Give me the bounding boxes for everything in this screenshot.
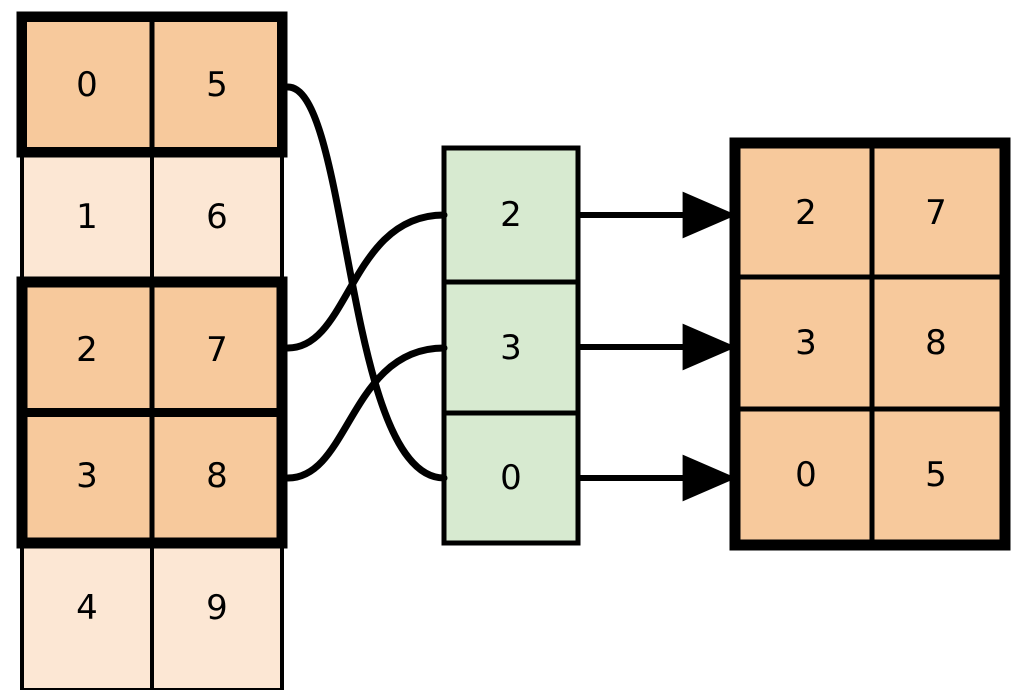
curve-row3-to-index1 xyxy=(284,344,448,482)
source-row-0[interactable] xyxy=(16,11,288,158)
source-rows-2-3-group[interactable] xyxy=(16,276,288,549)
result-table[interactable] xyxy=(729,137,1011,551)
index-cell-2[interactable] xyxy=(441,410,581,546)
source-cell-0-1[interactable] xyxy=(152,22,277,147)
source-cell-0-0[interactable] xyxy=(27,22,152,147)
source-cell-1-1[interactable] xyxy=(150,150,284,284)
source-row-1[interactable] xyxy=(20,150,284,284)
index-cell-0[interactable] xyxy=(441,145,581,285)
curve-row2-to-index0 xyxy=(284,211,448,352)
source-row-4[interactable] xyxy=(20,541,284,690)
source-cell-1-0[interactable] xyxy=(20,150,154,284)
source-cell-4-1[interactable] xyxy=(150,541,284,690)
source-cell-4-0[interactable] xyxy=(20,541,154,690)
index-cell-1[interactable] xyxy=(441,279,581,416)
index-column[interactable] xyxy=(441,145,581,546)
curve-row0-to-index2 xyxy=(284,83,448,482)
